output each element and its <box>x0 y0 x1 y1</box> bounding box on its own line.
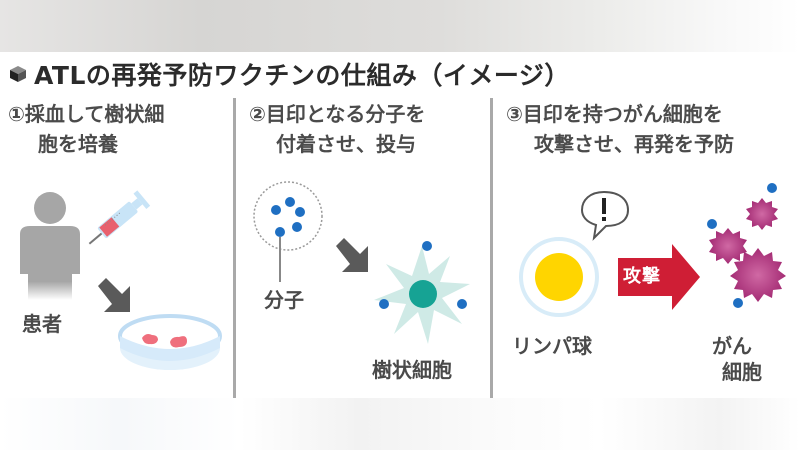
person-icon <box>20 192 80 300</box>
step-3-heading-line1: ③目印を持つがん細胞を <box>506 102 723 126</box>
cancer-cell-icon <box>707 183 786 308</box>
cube-icon <box>10 66 26 82</box>
dendritic-cell-icon <box>374 241 470 344</box>
lymphocyte-label: リンパ球 <box>512 334 592 358</box>
patient-label: 患者 <box>22 312 62 336</box>
step-1-heading-line2: 胞を培養 <box>38 132 118 156</box>
arrow-down-right-icon <box>98 278 130 312</box>
step-1-heading-line1: ①採血して樹状細 <box>8 102 165 126</box>
molecule-label: 分子 <box>264 288 304 312</box>
step-2-heading-line1: ②目印となる分子を <box>249 102 426 126</box>
arrow-down-right-icon <box>336 238 368 272</box>
cancer-label-line1: がん <box>712 334 752 358</box>
attack-label: 攻撃 <box>623 266 661 287</box>
step-2-heading-line2: 付着させ、投与 <box>276 132 416 156</box>
title-row: ATLの再発予防ワクチンの仕組み（イメージ） <box>0 54 800 94</box>
footer-background <box>0 398 800 450</box>
speech-bubble-exclamation-icon <box>580 190 630 241</box>
header-background <box>0 0 800 52</box>
diagram-title: ATLの再発予防ワクチンの仕組み（イメージ） <box>34 61 570 90</box>
petri-dish-icon <box>118 314 222 370</box>
step-3-heading-line2: 攻撃させ、再発を予防 <box>534 132 734 156</box>
lymphocyte-icon <box>519 237 599 317</box>
column-divider <box>490 98 493 398</box>
dendritic-cell-label: 樹状細胞 <box>372 358 452 382</box>
syringe-icon <box>88 190 151 245</box>
molecule-cluster-icon <box>253 181 323 282</box>
cancer-label-line2: 細胞 <box>722 360 762 384</box>
column-divider <box>233 98 236 398</box>
attack-arrow-icon <box>618 244 700 310</box>
